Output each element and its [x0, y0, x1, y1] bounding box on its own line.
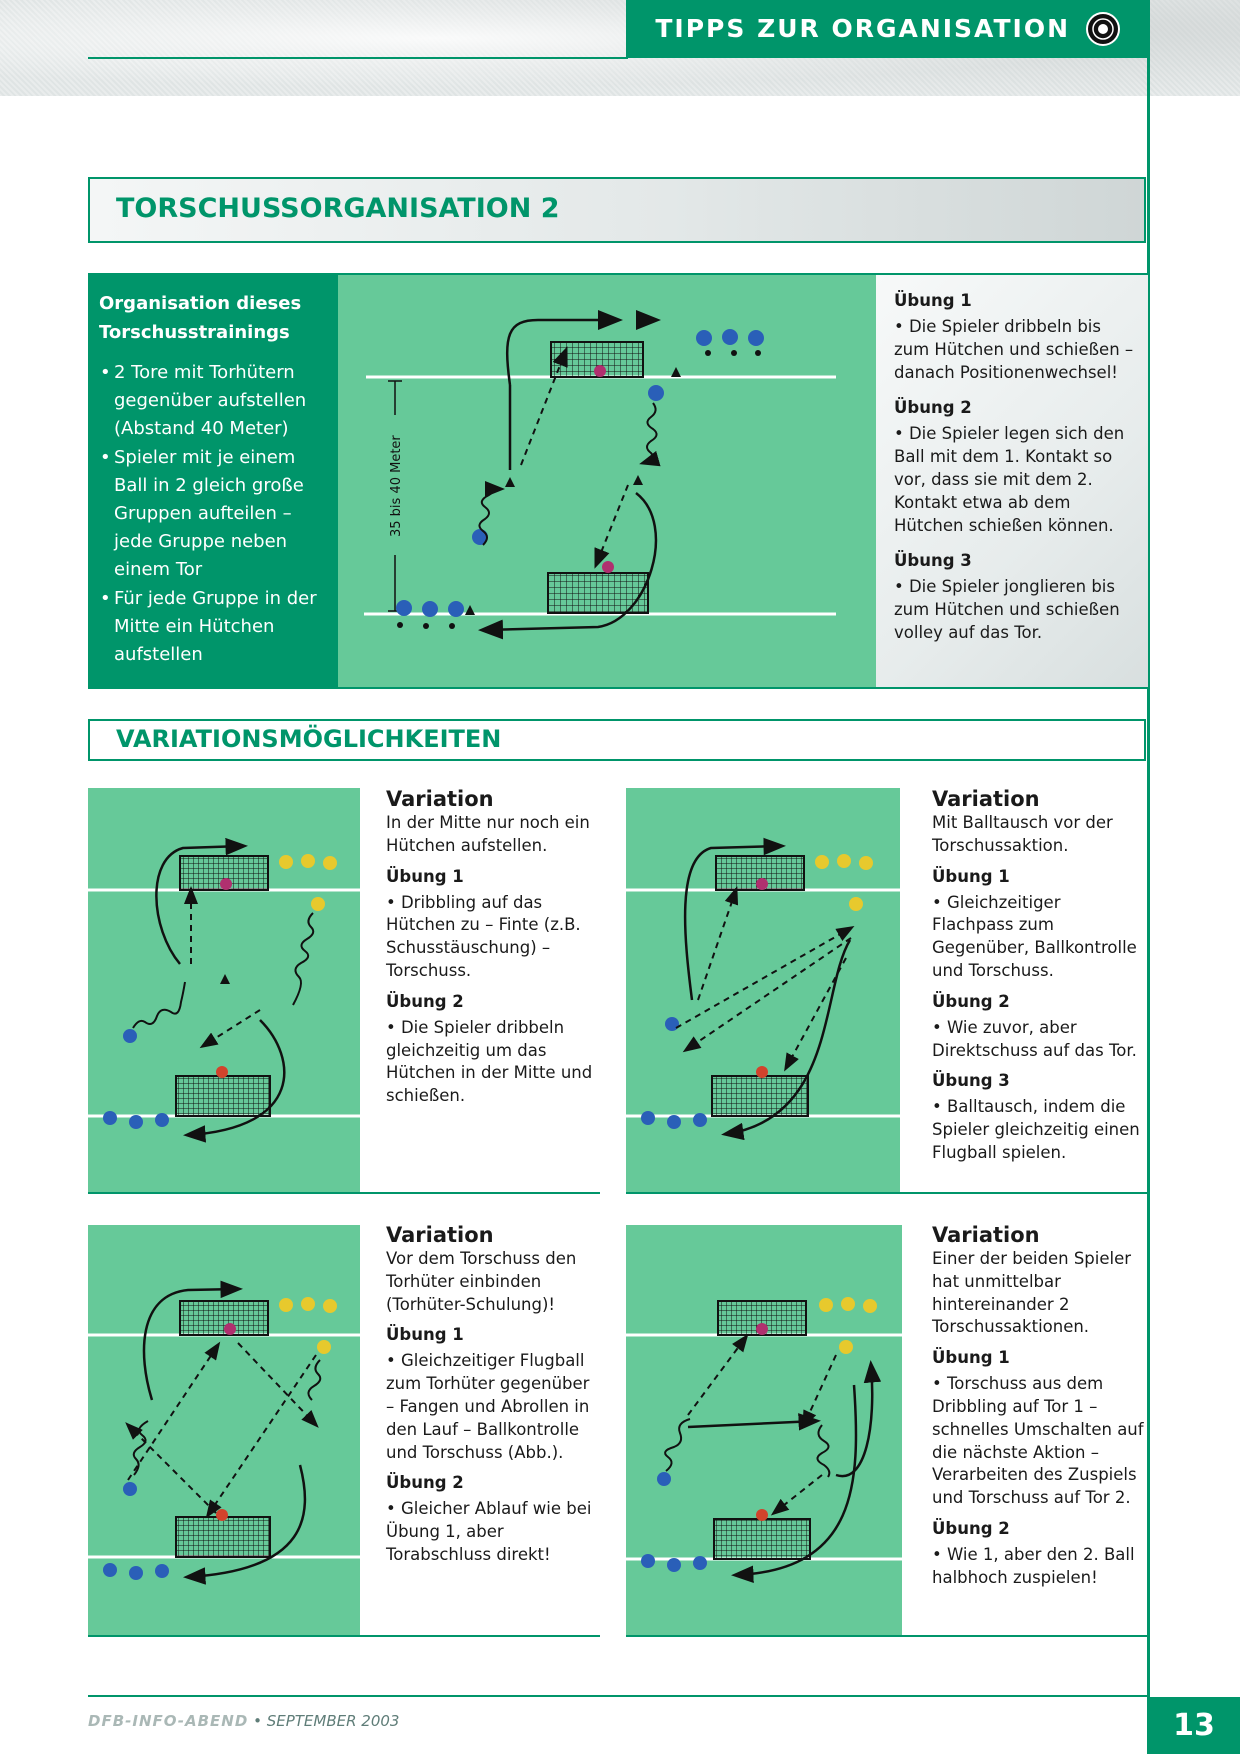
run-arrow — [506, 310, 623, 386]
uebung-text: • Torschuss aus dem Dribbling auf Tor 1 … — [932, 1374, 1144, 1508]
uebung-title: Übung 3 — [932, 1071, 1010, 1091]
dfb-logo-icon — [1086, 12, 1120, 46]
list-item: Spieler mit je einem Ball in 2 gleich gr… — [88, 444, 328, 585]
goalkeeper-bottom — [602, 561, 614, 573]
header-bar — [626, 0, 1148, 58]
cone — [671, 367, 681, 377]
variation-title: Variation — [932, 1223, 1040, 1247]
footer-date: SEPTEMBER 2003 — [266, 1712, 400, 1730]
org-frame-top — [88, 273, 1148, 275]
variation-lead: In der Mitte nur noch ein Hütchen aufste… — [386, 813, 590, 855]
variation-lead: Vor dem Torschuss den Torhüter einbinden… — [386, 1249, 577, 1314]
variation-text-1: Variation In der Mitte nur noch ein Hütc… — [386, 786, 596, 1116]
organisation-list: 2 Tore mit Torhütern gegenüber aufstelle… — [88, 359, 338, 669]
header-rule — [88, 57, 628, 59]
uebung-title: Übung 1 — [932, 866, 1010, 886]
variation-title: Variation — [932, 787, 1040, 811]
variation-rule — [626, 1192, 1148, 1194]
uebung-title: Übung 2 — [894, 398, 972, 418]
uebung-text: • Gleichzeitiger Flugball zum Torhüter g… — [386, 1351, 590, 1462]
variation-rule — [88, 1192, 600, 1194]
variation-field-3 — [88, 1225, 360, 1635]
distance-label: 35 bis 40 Meter — [389, 435, 404, 537]
variation-text-4: Variation Einer der beiden Spieler hat u… — [932, 1222, 1144, 1598]
variation-title: Variation — [386, 1223, 494, 1247]
uebung-title: Übung 2 — [932, 991, 1010, 1011]
variation-lead: Mit Balltausch vor der Torschussaktion. — [932, 813, 1113, 855]
organisation-panel: Organisation dieses Torschusstrainings 2… — [88, 275, 338, 687]
variation-lead: Einer der beiden Spieler hat unmittelbar… — [932, 1249, 1132, 1337]
uebung-text: • Die Spieler legen sich den Ball mit de… — [894, 424, 1125, 535]
dribble-path — [639, 402, 661, 467]
uebung-title: Übung 1 — [932, 1348, 1010, 1368]
variation-rule — [88, 1635, 600, 1637]
player-group-top-right — [696, 329, 764, 356]
uebung-title: Übung 2 — [386, 991, 464, 1011]
variation-field-2 — [626, 788, 900, 1192]
footer-brand: DFB-INFO-ABEND — [88, 1712, 249, 1730]
uebungen-panel: Übung 1 • Die Spieler dribbeln bis zum H… — [876, 275, 1148, 687]
org-frame-bottom — [88, 687, 1148, 689]
section-title-box: TORSCHUSSORGANISATION 2 — [88, 177, 1146, 243]
section-title-box: VARIATIONSMÖGLICHKEITEN — [88, 719, 1146, 761]
uebung-text: • Balltausch, indem die Spieler gleichze… — [932, 1097, 1140, 1162]
organisation-heading: Organisation dieses Torschusstrainings — [99, 293, 302, 343]
uebung-title: Übung 1 — [386, 866, 464, 886]
variation-title: Variation — [386, 787, 494, 811]
uebung-title: Übung 2 — [932, 1518, 1010, 1538]
right-rule — [1147, 0, 1150, 1754]
shot-arrow — [520, 346, 568, 466]
shot-arrow — [594, 484, 629, 569]
list-item: 2 Tore mit Torhütern gegenüber aufstelle… — [88, 359, 328, 444]
uebung-text: • Wie zuvor, aber Direktschuss auf das T… — [932, 1017, 1137, 1060]
player — [648, 385, 664, 401]
variation-field-1 — [88, 788, 360, 1192]
run-arrow — [478, 492, 658, 640]
uebung-text: • Die Spieler dribbeln bis zum Hütchen u… — [894, 317, 1134, 382]
uebung-text: • Gleicher Ablauf wie bei Übung 1, aber … — [386, 1499, 592, 1564]
variation-text-3: Variation Vor dem Torschuss den Torhüter… — [386, 1222, 596, 1575]
uebung-title: Übung 3 — [894, 551, 972, 571]
section-title: TORSCHUSSORGANISATION 2 — [116, 193, 560, 224]
uebung-text: • Gleichzeitiger Flachpass zum Gegenüber… — [932, 892, 1137, 980]
uebung-text: • Die Spieler jonglieren bis zum Hütchen… — [894, 577, 1120, 642]
main-field-diagram: 35 bis 40 Meter — [338, 275, 876, 687]
uebung-title: Übung 2 — [386, 1473, 464, 1493]
uebung-text: • Die Spieler dribbeln gleichzeitig um d… — [386, 1017, 593, 1106]
variation-field-4 — [626, 1225, 902, 1635]
variation-text-2: Variation Mit Balltausch vor der Torschu… — [932, 786, 1142, 1173]
main-field-svg: 35 bis 40 Meter — [364, 310, 836, 640]
footer-text: DFB-INFO-ABEND • SEPTEMBER 2003 — [88, 1712, 400, 1730]
right-margin — [1150, 96, 1240, 1696]
uebung-text: • Dribbling auf das Hütchen zu – Finte (… — [386, 892, 581, 980]
section-title: VARIATIONSMÖGLICHKEITEN — [116, 725, 502, 753]
footer-rule — [88, 1695, 1148, 1697]
dribble-path — [478, 481, 505, 546]
cone — [465, 605, 475, 615]
header-title: TIPPS ZUR ORGANISATION — [655, 14, 1070, 43]
list-item: Für jede Gruppe in der Mitte ein Hütchen… — [88, 585, 328, 670]
uebung-title: Übung 1 — [386, 1325, 464, 1345]
cone — [505, 477, 515, 487]
variation-rule — [626, 1635, 1148, 1637]
uebung-text: • Wie 1, aber den 2. Ball halbhoch zuspi… — [932, 1544, 1135, 1587]
page-number: 13 — [1148, 1697, 1240, 1754]
cone — [633, 475, 643, 485]
player-group-bottom-left — [396, 600, 464, 629]
goalkeeper-top — [594, 365, 606, 377]
uebung-title: Übung 1 — [894, 291, 972, 310]
